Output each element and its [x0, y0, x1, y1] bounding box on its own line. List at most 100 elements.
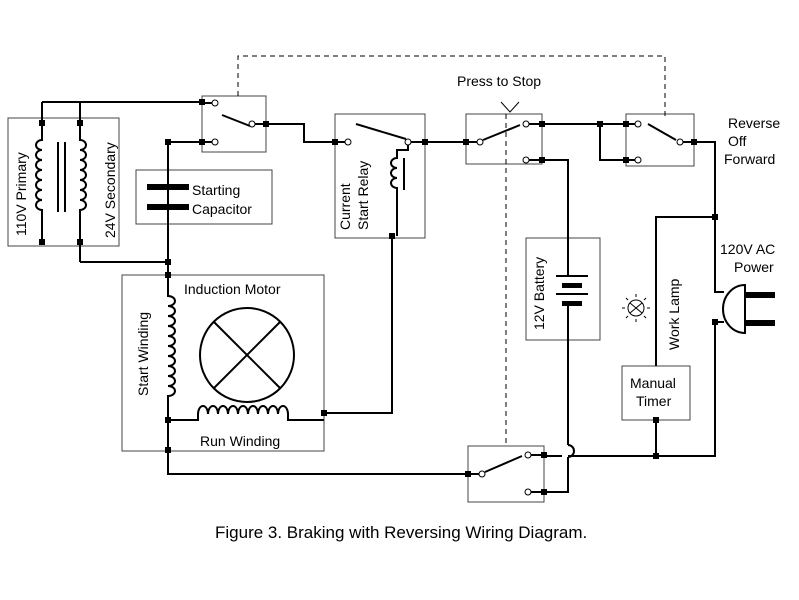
wire: [545, 159, 569, 276]
switch-contact: [522, 120, 530, 128]
junction-node: [165, 259, 171, 265]
switch-contact: [476, 138, 484, 146]
battery-plate-short: [562, 301, 582, 306]
induction-motor: Induction Motor Start Winding Run Windin…: [121, 272, 327, 453]
wire: [697, 141, 716, 217]
reverse-label: Reverse: [728, 115, 780, 131]
press-to-stop-label: Press to Stop: [457, 73, 541, 89]
switch-contact: [524, 451, 532, 459]
mechanical-linkage: [237, 55, 666, 118]
secondary-top-node: [77, 120, 83, 126]
plug-prong: [745, 320, 775, 326]
wire: [324, 236, 393, 414]
junction-node: [165, 139, 171, 145]
wire-crossover: [567, 444, 575, 458]
relay-contact: [344, 138, 352, 146]
switch-contact: [634, 120, 642, 128]
off-label: Off: [728, 133, 747, 149]
power-label-1: 120V AC: [720, 241, 775, 257]
switch-blade: [647, 123, 677, 141]
switch-node: [539, 121, 545, 127]
motor-rotor-icon: [199, 307, 295, 403]
secondary-coil: [79, 102, 87, 262]
starting-capacitor-label-2: Capacitor: [192, 201, 252, 217]
primary-bottom-node: [39, 239, 45, 245]
power-plug: 120V AC Power: [720, 241, 775, 335]
secondary-bottom-node: [77, 239, 83, 245]
plug-body-icon: [722, 283, 746, 335]
transformer: 110V Primary 24V Secondary: [7, 102, 120, 262]
switch-node: [541, 489, 547, 495]
press-arrow-icon: [500, 101, 520, 113]
start-winding-label: Start Winding: [135, 312, 151, 396]
relay-node: [422, 139, 428, 145]
timer-label-1: Manual: [630, 375, 676, 391]
transformer-box: [7, 117, 120, 247]
lamp-rays: [622, 294, 650, 322]
switch-contact: [211, 99, 219, 107]
work-lamp: Work Lamp: [622, 278, 682, 350]
primary-top-node: [39, 120, 45, 126]
relay-node: [332, 139, 338, 145]
switch-contact: [478, 470, 486, 478]
battery-plate-short: [562, 283, 582, 288]
junction-node: [597, 121, 603, 127]
start-winding-coil: [167, 282, 176, 420]
switch-contact: [676, 138, 684, 146]
switch-node: [541, 452, 547, 458]
battery: 12V Battery: [525, 237, 601, 341]
lamp-bulb-icon: [627, 299, 645, 317]
switch-blade: [484, 455, 523, 473]
switch-blade: [221, 114, 251, 127]
switch-contact: [524, 488, 532, 496]
relay-label-1: Current: [337, 183, 353, 230]
relay-coil: [390, 145, 409, 236]
reversing-contact-switch: [199, 95, 269, 153]
switch-node: [465, 471, 471, 477]
battery-label: 12V Battery: [531, 257, 547, 330]
switch-node: [623, 121, 629, 127]
figure-caption: Figure 3. Braking with Reversing Wiring …: [215, 523, 587, 542]
battery-box: [525, 237, 601, 341]
transformer-secondary-label: 24V Secondary: [102, 142, 118, 238]
motor-cross: [213, 321, 281, 389]
plug-prong: [745, 292, 775, 298]
transformer-primary-label: 110V Primary: [13, 152, 29, 236]
wire: [714, 217, 724, 293]
wire: [547, 457, 569, 493]
junction-node: [712, 319, 718, 325]
starting-capacitor: Starting Capacitor: [135, 169, 273, 225]
relay-blade: [355, 123, 407, 140]
work-lamp-label: Work Lamp: [666, 278, 682, 350]
wiring: [42, 55, 724, 493]
wire: [269, 123, 332, 143]
primary-coil: [35, 102, 43, 242]
switch-contact: [522, 156, 530, 164]
motor-title: Induction Motor: [184, 281, 281, 297]
switch-node: [463, 139, 469, 145]
relay-label-2: Start Relay: [355, 161, 371, 230]
forward-label: Forward: [724, 151, 775, 167]
braking-switch: [465, 445, 547, 503]
switch-contact: [634, 156, 642, 164]
switch-node: [691, 139, 697, 145]
starting-capacitor-label-1: Starting: [192, 182, 240, 198]
timer-label-2: Timer: [636, 393, 672, 409]
induction-motor-box: [121, 274, 325, 452]
wire: [655, 216, 715, 366]
relay-contact: [404, 138, 412, 146]
power-label-2: Power: [734, 259, 774, 275]
switch-blade: [482, 124, 521, 141]
wire: [568, 321, 724, 457]
wire: [599, 124, 623, 161]
current-start-relay-box: [334, 113, 426, 239]
starting-capacitor-box: [135, 169, 273, 225]
lamp-filament: [629, 302, 643, 314]
switch-contact: [211, 138, 219, 146]
switch-node: [623, 157, 629, 163]
press-to-stop-switch[interactable]: Press to Stop: [457, 73, 545, 165]
switch-node: [263, 121, 269, 127]
current-start-relay: Current Start Relay: [332, 113, 428, 239]
reverse-off-forward-switch[interactable]: Reverse Off Forward: [623, 113, 780, 167]
